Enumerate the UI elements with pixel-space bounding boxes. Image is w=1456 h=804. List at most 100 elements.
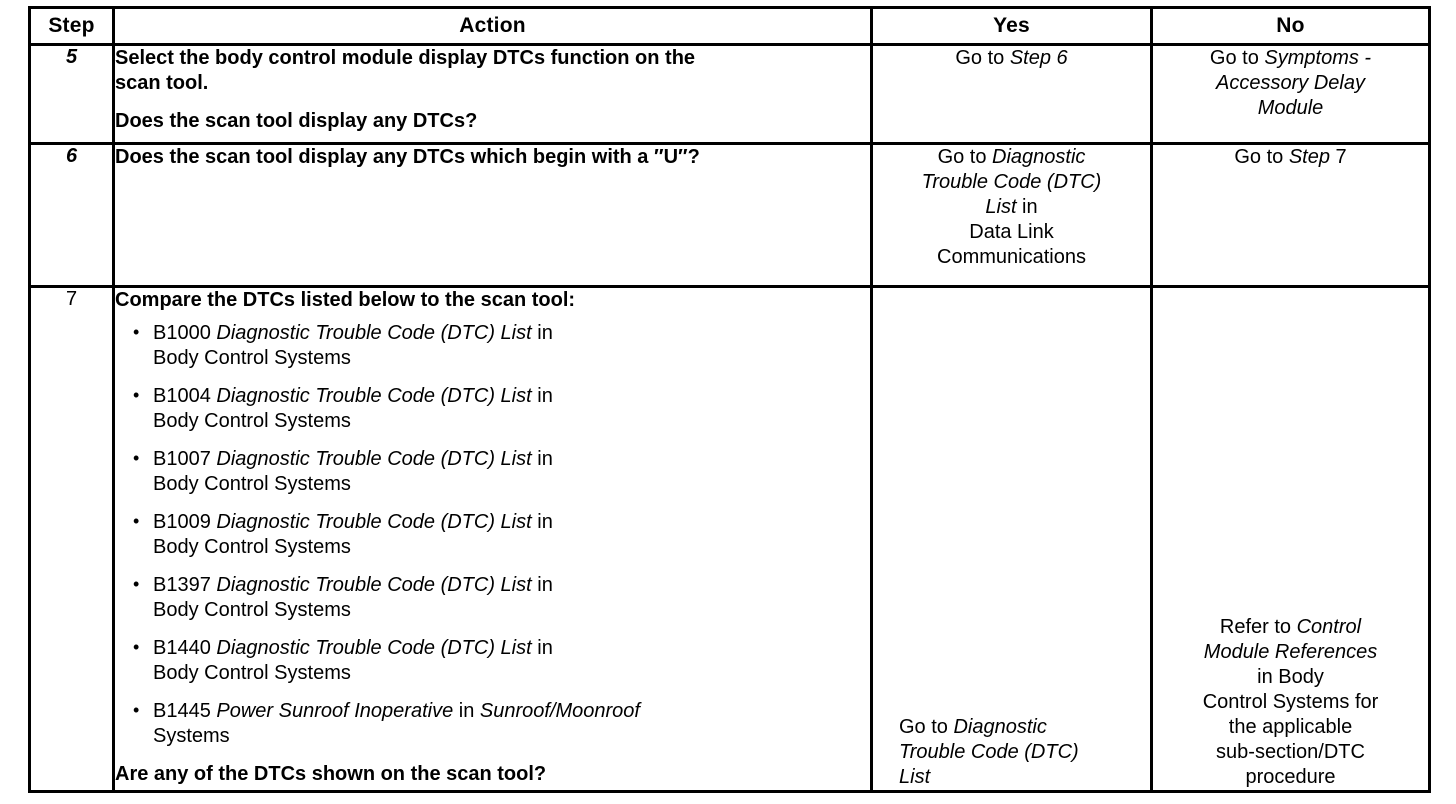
step-number-cell-6: 6 (28, 142, 115, 288)
action-question-step-5: Does the scan tool display any DTCs? (115, 110, 478, 132)
action-cell-step-6: Does the scan tool display any DTCs whic… (112, 142, 873, 288)
dtc-code: B1440 (153, 637, 217, 659)
diagnostic-procedure-table: Step Action Yes No 5 Select the body con… (28, 6, 1431, 793)
yes-branch-step-7-line-1: Go to Diagnostic (873, 715, 1150, 740)
dtc-reference: Diagnostic Trouble Code (DTC) List (216, 385, 532, 407)
dtc-connector: in (453, 700, 480, 722)
no-target-number: 7 (1329, 146, 1347, 168)
no-target-reference-1: Symptoms - (1264, 47, 1372, 69)
list-item: B1440 Diagnostic Trouble Code (DTC) List… (115, 635, 870, 686)
dtc-connector: in (531, 574, 553, 596)
no-prefix: Refer to (1219, 616, 1297, 638)
dtc-section: Systems (153, 725, 230, 747)
dtc-reference: Diagnostic Trouble Code (DTC) List (216, 637, 532, 659)
dtc-reference: Diagnostic Trouble Code (DTC) List (216, 448, 532, 470)
yes-target-reference-1: Diagnostic (953, 716, 1047, 738)
dtc-section: Body Control Systems (153, 347, 351, 369)
dtc-reference-secondary: Sunroof/Moonroof (479, 700, 640, 722)
action-line-1: Select the body control module display D… (115, 47, 696, 69)
action-cell-step-5: Select the body control module display D… (112, 43, 873, 145)
dtc-code: B1445 (153, 700, 217, 722)
action-question-step-6: Does the scan tool display any DTCs whic… (115, 146, 700, 168)
dtc-section: Body Control Systems (153, 410, 351, 432)
action-line-2: scan tool. (115, 72, 209, 94)
dtc-section: Body Control Systems (153, 536, 351, 558)
dtc-reference: Diagnostic Trouble Code (DTC) List (216, 322, 532, 344)
list-item: B1397 Diagnostic Trouble Code (DTC) List… (115, 572, 870, 623)
dtc-reference: Power Sunroof Inoperative (216, 700, 454, 722)
dtc-reference: Diagnostic Trouble Code (DTC) List (216, 574, 532, 596)
yes-prefix: Go to (899, 716, 954, 738)
column-header-action: Action (112, 6, 873, 46)
list-item: B1007 Diagnostic Trouble Code (DTC) List… (115, 446, 870, 497)
step-number-7: 7 (65, 288, 78, 310)
dtc-code: B1004 (153, 385, 217, 407)
table-row-step-5: 5 Select the body control module display… (28, 43, 1431, 145)
yes-connector-in: in (1016, 196, 1038, 218)
list-item: B1000 Diagnostic Trouble Code (DTC) List… (115, 320, 870, 371)
list-item: B1009 Diagnostic Trouble Code (DTC) List… (115, 509, 870, 560)
no-branch-step-5-line-1: Go to Symptoms - (1153, 46, 1428, 71)
no-target-reference-2: Accessory Delay (1216, 72, 1365, 94)
dtc-section: Body Control Systems (153, 662, 351, 684)
yes-cell-step-7: Go to Diagnostic Trouble Code (DTC) List (870, 285, 1153, 793)
dtc-connector: in (531, 385, 553, 407)
column-header-step: Step (28, 6, 115, 46)
column-header-yes: Yes (870, 6, 1153, 46)
yes-target-section-line-2: Communications (937, 246, 1086, 268)
yes-target-section-line-1: Data Link (969, 221, 1054, 243)
action-cell-step-7: Compare the DTCs listed below to the sca… (112, 285, 873, 793)
yes-target-reference-3: List (899, 766, 931, 788)
dtc-section: Body Control Systems (153, 599, 351, 621)
step-number-6: 6 (65, 145, 78, 167)
yes-branch-step-5: Go to Step 6 (873, 46, 1150, 71)
yes-target-reference-1: Diagnostic (992, 146, 1086, 168)
spacer (115, 96, 870, 109)
no-cell-step-5: Go to Symptoms - Accessory Delay Module (1150, 43, 1431, 145)
no-branch-step-7-line-1: Refer to Control (1153, 615, 1428, 640)
action-intro-step-7: Compare the DTCs listed below to the sca… (115, 289, 576, 311)
dtc-connector: in (531, 448, 553, 470)
dtc-list: B1000 Diagnostic Trouble Code (DTC) List… (115, 320, 870, 749)
dtc-section: Body Control Systems (153, 473, 351, 495)
no-detail-line-6: sub-section/DTC (1216, 741, 1365, 763)
dtc-reference: Diagnostic Trouble Code (DTC) List (216, 511, 532, 533)
step-number-cell-5: 5 (28, 43, 115, 145)
dtc-code: B1397 (153, 574, 217, 596)
yes-target-reference-3: List (985, 196, 1017, 218)
yes-cell-step-6: Go to Diagnostic Trouble Code (DTC) List… (870, 142, 1153, 288)
dtc-connector: in (531, 637, 553, 659)
no-target-reference: Step (1288, 146, 1330, 168)
table-row-step-6: 6 Does the scan tool display any DTCs wh… (28, 142, 1431, 288)
no-branch-step-6: Go to Step 7 (1153, 145, 1428, 170)
table-header-row: Step Action Yes No (28, 6, 1431, 46)
table-row-step-7: 7 Compare the DTCs listed below to the s… (28, 285, 1431, 793)
yes-cell-step-5: Go to Step 6 (870, 43, 1153, 145)
yes-prefix: Go to (937, 146, 993, 168)
no-detail-line-4: Control Systems for (1202, 691, 1379, 713)
no-target-reference-3: Module (1257, 97, 1324, 119)
dtc-code: B1007 (153, 448, 217, 470)
dtc-connector: in (531, 322, 553, 344)
yes-target-reference-2: Trouble Code (DTC) (921, 171, 1102, 193)
yes-branch-step-6-line-3: List in (873, 195, 1150, 220)
yes-target-reference-2: Trouble Code (DTC) (899, 741, 1079, 763)
step-number-5: 5 (65, 46, 78, 68)
yes-target-reference: Step 6 (1009, 47, 1068, 69)
no-prefix: Go to (1209, 47, 1265, 69)
no-cell-step-7: Refer to Control Module References in Bo… (1150, 285, 1431, 793)
no-target-reference-1: Control (1296, 616, 1362, 638)
dtc-connector: in (531, 511, 553, 533)
yes-prefix: Go to (955, 47, 1010, 69)
no-target-reference-2: Module References (1203, 641, 1378, 663)
no-prefix: Go to (1234, 146, 1289, 168)
action-question-step-7: Are any of the DTCs shown on the scan to… (115, 763, 547, 785)
dtc-code: B1009 (153, 511, 217, 533)
yes-branch-step-6-line-1: Go to Diagnostic (873, 145, 1150, 170)
no-cell-step-6: Go to Step 7 (1150, 142, 1431, 288)
no-detail-line-7: procedure (1245, 766, 1336, 788)
step-number-cell-7: 7 (28, 285, 115, 793)
list-item: B1004 Diagnostic Trouble Code (DTC) List… (115, 383, 870, 434)
dtc-code: B1000 (153, 322, 217, 344)
